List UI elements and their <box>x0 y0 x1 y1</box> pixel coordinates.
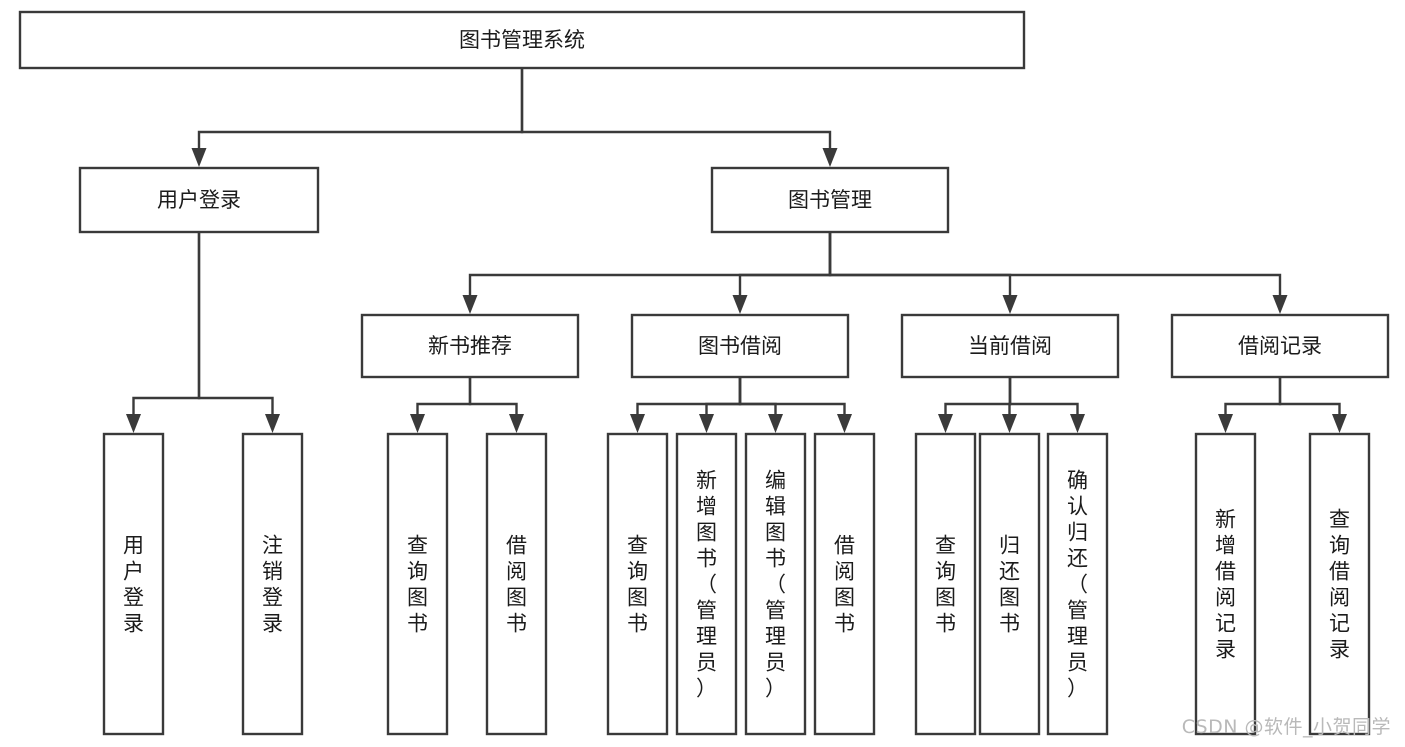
node-book-manage[interactable]: 图书管理 <box>710 166 950 234</box>
node-box-leaf-query-book-1[interactable] <box>386 432 449 736</box>
connector-layer <box>126 68 1347 433</box>
connector-borrow-record-to-leaf-query-record <box>1278 377 1347 433</box>
node-leaf-confirm-return[interactable]: 确认归还（管理员） <box>1046 432 1109 736</box>
node-leaf-add-record[interactable]: 新增借阅记录 <box>1194 432 1257 736</box>
node-label-book-borrow: 图书借阅 <box>698 334 782 358</box>
node-box-leaf-add-book[interactable] <box>675 432 738 736</box>
node-label-user-login: 用户登录 <box>157 188 241 212</box>
connector-root-to-book-manage <box>520 68 838 167</box>
node-leaf-query-book-2[interactable]: 查询图书 <box>606 432 669 736</box>
node-box-book-manage[interactable] <box>710 166 950 234</box>
connector-root-to-user-login <box>191 68 524 167</box>
node-box-leaf-query-record[interactable] <box>1308 432 1371 736</box>
node-book-borrow[interactable]: 图书借阅 <box>630 313 850 379</box>
connector-user-login-to-leaf-user-login <box>126 232 201 433</box>
node-label-leaf-user-login: 用户登录 <box>123 533 144 635</box>
node-current-borrow[interactable]: 当前借阅 <box>900 313 1120 379</box>
node-leaf-edit-book[interactable]: 编辑图书（管理员） <box>744 432 807 736</box>
node-root[interactable]: 图书管理系统 <box>18 10 1026 70</box>
node-label-leaf-edit-book: 编辑图书（管理员） <box>765 468 786 700</box>
connector-book-manage-to-book-borrow <box>732 232 832 314</box>
node-label-leaf-return-book: 归还图书 <box>999 533 1020 635</box>
node-new-book-recommend[interactable]: 新书推荐 <box>360 313 580 379</box>
node-label-new-book-recommend: 新书推荐 <box>428 334 512 358</box>
connector-current-borrow-to-leaf-query-book-3 <box>938 377 1012 433</box>
node-box-borrow-record[interactable] <box>1170 313 1390 379</box>
node-leaf-return-book[interactable]: 归还图书 <box>978 432 1041 736</box>
connector-book-manage-to-borrow-record <box>828 232 1288 314</box>
node-label-leaf-borrow-book-2: 借阅图书 <box>834 533 855 635</box>
node-leaf-logout[interactable]: 注销登录 <box>241 432 304 736</box>
node-label-leaf-borrow-book-1: 借阅图书 <box>506 533 527 635</box>
node-user-login[interactable]: 用户登录 <box>78 166 320 234</box>
node-label-leaf-query-book-3: 查询图书 <box>935 533 956 635</box>
node-box-current-borrow[interactable] <box>900 313 1120 379</box>
node-box-leaf-query-book-2[interactable] <box>606 432 669 736</box>
node-box-leaf-logout[interactable] <box>241 432 304 736</box>
node-box-user-login[interactable] <box>78 166 320 234</box>
node-box-leaf-borrow-book-1[interactable] <box>485 432 548 736</box>
node-box-new-book-recommend[interactable] <box>360 313 580 379</box>
node-box-leaf-user-login[interactable] <box>102 432 165 736</box>
node-layer: 图书管理系统用户登录图书管理新书推荐图书借阅当前借阅借阅记录用户登录注销登录查询… <box>18 10 1390 736</box>
node-box-leaf-edit-book[interactable] <box>744 432 807 736</box>
node-leaf-borrow-book-1[interactable]: 借阅图书 <box>485 432 548 736</box>
connector-borrow-record-to-leaf-add-record <box>1218 377 1282 433</box>
connector-new-book-recommend-to-leaf-borrow-book-1 <box>468 377 524 433</box>
node-label-leaf-confirm-return: 确认归还（管理员） <box>1067 468 1088 700</box>
node-label-borrow-record: 借阅记录 <box>1238 334 1322 358</box>
node-leaf-user-login[interactable]: 用户登录 <box>102 432 165 736</box>
node-label-leaf-query-book-1: 查询图书 <box>407 533 428 635</box>
node-label-leaf-query-record: 查询借阅记录 <box>1329 507 1350 661</box>
node-label-root: 图书管理系统 <box>459 28 585 52</box>
connector-current-borrow-to-leaf-confirm-return <box>1008 377 1085 433</box>
node-box-leaf-query-book-3[interactable] <box>914 432 977 736</box>
node-box-leaf-add-record[interactable] <box>1194 432 1257 736</box>
connector-book-manage-to-current-borrow <box>828 232 1018 314</box>
node-label-leaf-add-book: 新增图书（管理员） <box>696 468 717 700</box>
node-label-leaf-add-record: 新增借阅记录 <box>1215 507 1236 661</box>
node-box-leaf-return-book[interactable] <box>978 432 1041 736</box>
node-label-leaf-logout: 注销登录 <box>262 533 283 635</box>
node-borrow-record[interactable]: 借阅记录 <box>1170 313 1390 379</box>
csdn-watermark: CSDN @软件_小贺同学 <box>1181 716 1391 738</box>
connector-new-book-recommend-to-leaf-query-book-1 <box>410 377 472 433</box>
connector-book-borrow-to-leaf-borrow-book-2 <box>738 377 852 433</box>
connector-book-manage-to-new-book-recommend <box>462 232 832 314</box>
node-box-book-borrow[interactable] <box>630 313 850 379</box>
node-label-current-borrow: 当前借阅 <box>968 334 1052 358</box>
node-box-leaf-confirm-return[interactable] <box>1046 432 1109 736</box>
node-leaf-query-book-3[interactable]: 查询图书 <box>914 432 977 736</box>
node-label-book-manage: 图书管理 <box>788 188 872 212</box>
node-box-leaf-borrow-book-2[interactable] <box>813 432 876 736</box>
node-leaf-add-book[interactable]: 新增图书（管理员） <box>675 432 738 736</box>
node-box-root[interactable] <box>18 10 1026 70</box>
node-leaf-query-record[interactable]: 查询借阅记录 <box>1308 432 1371 736</box>
node-leaf-borrow-book-2[interactable]: 借阅图书 <box>813 432 876 736</box>
node-leaf-query-book-1[interactable]: 查询图书 <box>386 432 449 736</box>
node-label-leaf-query-book-2: 查询图书 <box>627 533 648 635</box>
connector-user-login-to-leaf-logout <box>197 232 280 433</box>
